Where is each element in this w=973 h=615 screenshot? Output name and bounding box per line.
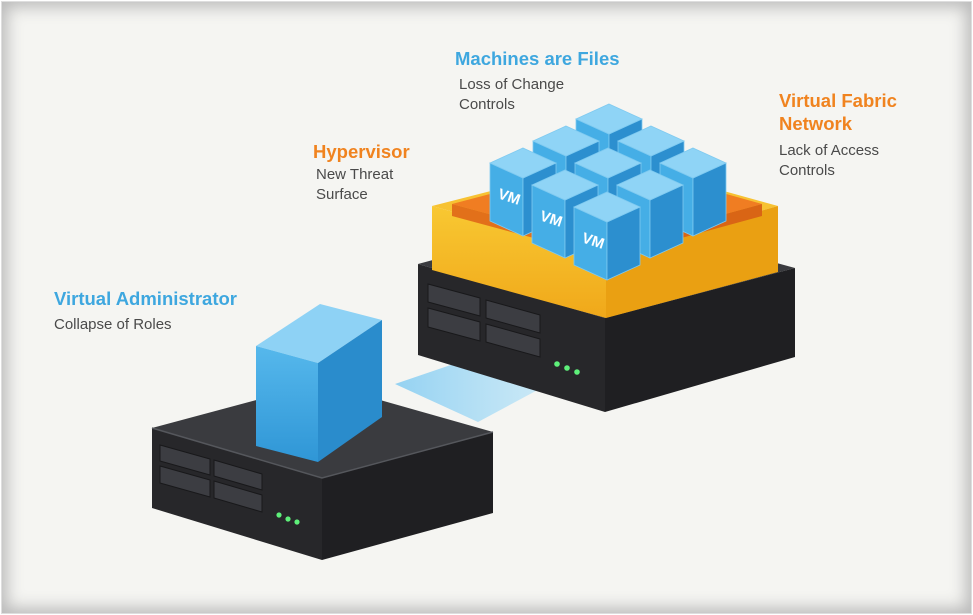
- admin-title: Virtual Administrator: [54, 288, 237, 309]
- hypervisor-title: Hypervisor: [313, 141, 410, 162]
- vm-cube-top-face: [574, 147, 642, 179]
- vm-cube-top-face: [532, 125, 600, 157]
- vm-tag-label: VM: [496, 186, 523, 209]
- hypervisor-label: Hypervisor New Threat Surface: [313, 140, 410, 205]
- machines-title: Machines are Files: [455, 48, 620, 69]
- left-server-status-leds: [276, 512, 300, 525]
- vm-cube-top-face: [489, 147, 557, 179]
- fabric-desc: Lack of Access Controls: [779, 142, 880, 179]
- right-server-status-leds: [554, 361, 580, 375]
- vm-cube-top-face: [573, 191, 641, 223]
- vm-tag-label: VM: [538, 208, 565, 231]
- left-server-drive-bays: [159, 444, 263, 513]
- hypervisor-desc: New Threat Surface: [316, 166, 394, 203]
- vm-cube-grid: VM VM VM: [489, 103, 727, 281]
- vm-cube-top-face: [617, 125, 685, 157]
- machines-desc: Loss of Change Controls: [459, 76, 565, 113]
- right-server-drive-bays: [427, 283, 541, 358]
- vm-cube: VM: [573, 191, 641, 281]
- fabric-title: Virtual Fabric Network: [779, 90, 897, 134]
- fabric-label: Virtual Fabric Network Lack of Access Co…: [779, 89, 897, 181]
- admin-label: Virtual Administrator Collapse of Roles: [54, 287, 237, 335]
- vm-cube-top-face: [575, 103, 643, 135]
- admin-desc: Collapse of Roles: [54, 316, 172, 333]
- vm-tag-label: VM: [580, 230, 607, 253]
- vm-cube-top-face: [616, 169, 684, 201]
- vm-cube-top-face: [531, 169, 599, 201]
- machines-label: Machines are Files Loss of Change Contro…: [455, 47, 620, 115]
- vm-cube-top-face: [659, 147, 727, 179]
- administrator-block: [256, 304, 382, 462]
